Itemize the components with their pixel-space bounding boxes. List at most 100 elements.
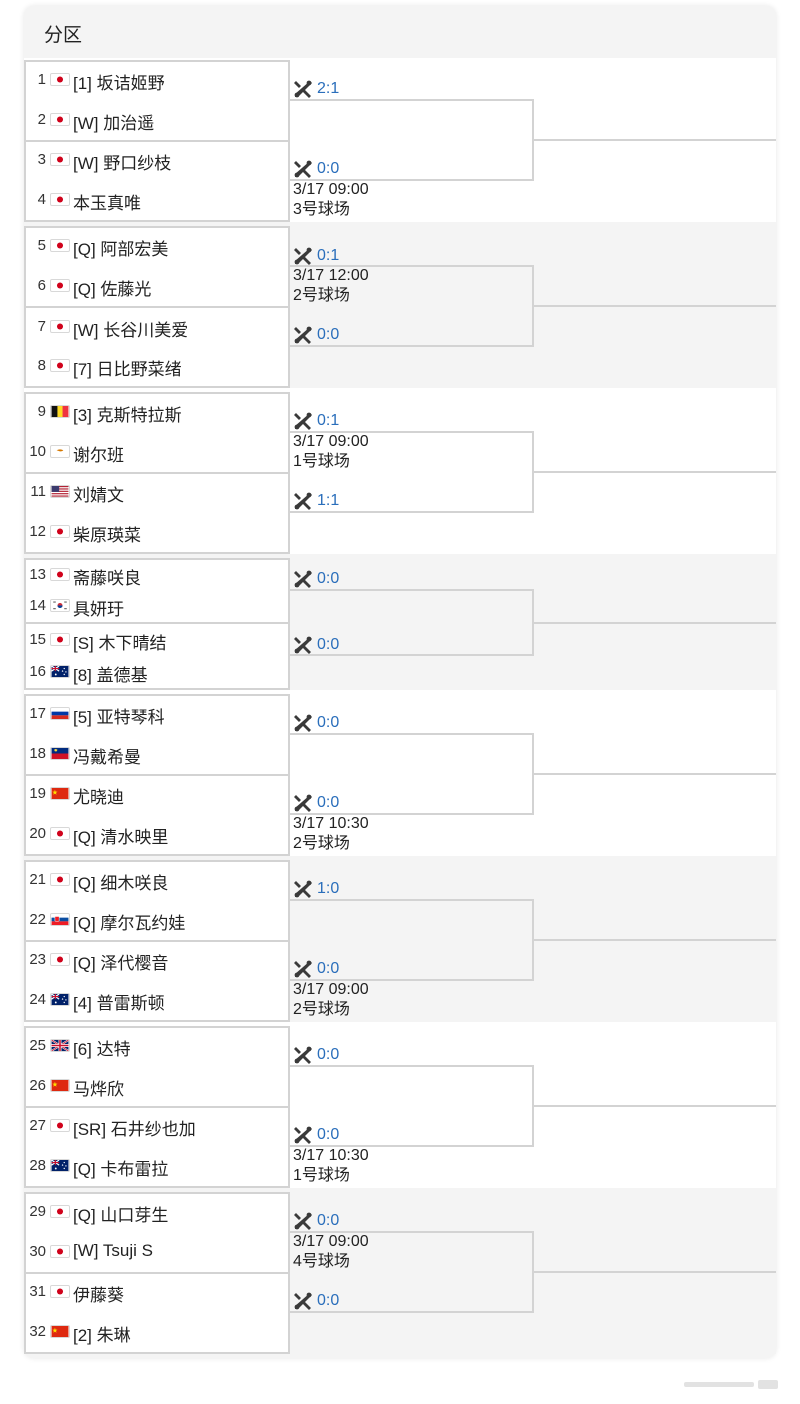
player-name[interactable]: [2] 朱琳 bbox=[73, 1326, 131, 1345]
match-score[interactable]: 2:1 bbox=[293, 79, 339, 99]
crossed-rackets-icon bbox=[293, 159, 313, 179]
match-score[interactable]: 0:0 bbox=[293, 713, 339, 733]
player-name[interactable]: [Q] 清水映里 bbox=[73, 828, 169, 847]
crossed-rackets-icon bbox=[293, 491, 313, 511]
player-name[interactable]: 本玉真唯 bbox=[73, 194, 141, 213]
draw-position-number: 20 bbox=[29, 825, 46, 842]
player-name[interactable]: [Q] 细木咲良 bbox=[73, 874, 169, 893]
match-score[interactable]: 1:0 bbox=[293, 879, 339, 899]
player-name[interactable]: 马烨欣 bbox=[73, 1080, 124, 1099]
score-text[interactable]: 0:0 bbox=[317, 1292, 340, 1309]
bracket-line bbox=[290, 899, 534, 901]
score-text[interactable]: 0:0 bbox=[317, 1126, 340, 1143]
player-name[interactable]: [W] 长谷川美爱 bbox=[73, 321, 189, 340]
player-name[interactable]: [7] 日比野菜绪 bbox=[73, 360, 182, 379]
bracket-line bbox=[532, 773, 776, 775]
match-court: 2号球场 bbox=[293, 1001, 350, 1018]
jp-flag-icon bbox=[50, 568, 70, 581]
crossed-rackets-icon bbox=[293, 879, 313, 899]
match-score[interactable]: 0:0 bbox=[293, 159, 339, 179]
bracket-line bbox=[532, 1271, 776, 1273]
score-text[interactable]: 2:1 bbox=[317, 80, 340, 97]
score-text[interactable]: 0:1 bbox=[317, 247, 340, 264]
match-score[interactable]: 0:0 bbox=[293, 1045, 339, 1065]
match-score[interactable]: 0:0 bbox=[293, 569, 339, 589]
player-name[interactable]: [8] 盖德基 bbox=[73, 666, 148, 685]
match-box[interactable] bbox=[24, 472, 290, 554]
bracket-line bbox=[290, 1065, 534, 1067]
jp-flag-icon bbox=[50, 1119, 70, 1132]
draw-position-number: 27 bbox=[29, 1117, 46, 1134]
match-score[interactable]: 0:0 bbox=[293, 635, 339, 655]
jp-flag-icon bbox=[50, 827, 70, 840]
player-name[interactable]: [3] 克斯特拉斯 bbox=[73, 406, 182, 425]
player-name[interactable]: [W] 加治遥 bbox=[73, 114, 155, 133]
match-score[interactable]: 0:0 bbox=[293, 1211, 339, 1231]
player-name[interactable]: [Q] 泽代樱音 bbox=[73, 954, 169, 973]
score-text[interactable]: 1:1 bbox=[317, 492, 340, 509]
draw-position-number: 13 bbox=[29, 566, 46, 583]
player-name[interactable]: 尤晓迪 bbox=[73, 788, 124, 807]
player-name[interactable]: 斋藤咲良 bbox=[73, 569, 141, 588]
sk-flag-icon bbox=[50, 913, 70, 926]
jp-flag-icon bbox=[50, 193, 70, 206]
score-text[interactable]: 0:0 bbox=[317, 1046, 340, 1063]
jp-flag-icon bbox=[50, 525, 70, 538]
player-name[interactable]: 冯戴希曼 bbox=[73, 748, 141, 767]
score-text[interactable]: 0:0 bbox=[317, 794, 340, 811]
draw-position-number: 10 bbox=[29, 443, 46, 460]
match-score[interactable]: 0:1 bbox=[293, 246, 339, 266]
score-text[interactable]: 0:0 bbox=[317, 636, 340, 653]
score-text[interactable]: 1:0 bbox=[317, 880, 340, 897]
player-name[interactable]: [Q] 山口芽生 bbox=[73, 1206, 169, 1225]
player-name[interactable]: [6] 达特 bbox=[73, 1040, 131, 1059]
li-flag-icon bbox=[50, 747, 70, 760]
jp-flag-icon bbox=[50, 1285, 70, 1298]
player-name[interactable]: [S] 木下晴结 bbox=[73, 634, 167, 653]
jp-flag-icon bbox=[50, 239, 70, 252]
match-box[interactable] bbox=[24, 1106, 290, 1188]
jp-flag-icon bbox=[50, 153, 70, 166]
match-box[interactable] bbox=[24, 306, 290, 388]
draw-position-number: 1 bbox=[37, 71, 46, 88]
bracket-line bbox=[290, 979, 534, 981]
player-name[interactable]: 具妍玗 bbox=[73, 600, 124, 619]
crossed-rackets-icon bbox=[293, 1125, 313, 1145]
score-text[interactable]: 0:0 bbox=[317, 570, 340, 587]
score-text[interactable]: 0:0 bbox=[317, 160, 340, 177]
score-text[interactable]: 0:0 bbox=[317, 714, 340, 731]
player-name[interactable]: [Q] 卡布雷拉 bbox=[73, 1160, 169, 1179]
match-score[interactable]: 0:0 bbox=[293, 793, 339, 813]
score-text[interactable]: 0:0 bbox=[317, 960, 340, 977]
player-name[interactable]: [5] 亚特琴科 bbox=[73, 708, 165, 727]
bracket-line bbox=[290, 1311, 534, 1313]
crossed-rackets-icon bbox=[293, 246, 313, 266]
player-name[interactable]: [W] Tsuji S bbox=[73, 1241, 153, 1260]
bracket-line bbox=[290, 179, 534, 181]
match-score[interactable]: 0:0 bbox=[293, 1125, 339, 1145]
player-name[interactable]: 谢尔班 bbox=[73, 446, 124, 465]
score-text[interactable]: 0:0 bbox=[317, 326, 340, 343]
score-text[interactable]: 0:1 bbox=[317, 412, 340, 429]
match-time: 3/17 09:00 bbox=[293, 981, 369, 998]
player-name[interactable]: [4] 普雷斯顿 bbox=[73, 994, 165, 1013]
match-score[interactable]: 0:0 bbox=[293, 1291, 339, 1311]
player-name[interactable]: [Q] 阿部宏美 bbox=[73, 240, 169, 259]
match-score[interactable]: 0:1 bbox=[293, 411, 339, 431]
player-name[interactable]: 伊藤葵 bbox=[73, 1286, 124, 1305]
match-score[interactable]: 0:0 bbox=[293, 959, 339, 979]
player-name[interactable]: 刘婧文 bbox=[73, 486, 124, 505]
match-score[interactable]: 1:1 bbox=[293, 491, 339, 511]
player-name[interactable]: [1] 坂诘姬野 bbox=[73, 74, 165, 93]
player-name[interactable]: 柴原瑛菜 bbox=[73, 526, 141, 545]
bracket-line bbox=[532, 471, 776, 473]
player-name[interactable]: [W] 野口纱枝 bbox=[73, 154, 172, 173]
player-name[interactable]: [SR] 石井纱也加 bbox=[73, 1120, 196, 1139]
score-text[interactable]: 0:0 bbox=[317, 1212, 340, 1229]
match-time: 3/17 09:00 bbox=[293, 181, 369, 198]
match-score[interactable]: 0:0 bbox=[293, 325, 339, 345]
player-name[interactable]: [Q] 佐藤光 bbox=[73, 280, 152, 299]
player-name[interactable]: [Q] 摩尔瓦约娃 bbox=[73, 914, 186, 933]
